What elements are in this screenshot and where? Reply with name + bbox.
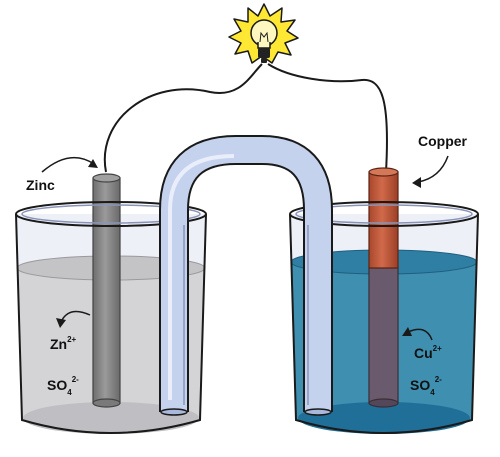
zinc-sulfate-label: SO42- [47, 375, 79, 397]
copper-ion-label: Cu2+ [414, 344, 442, 361]
zinc-beaker-glass [15, 201, 207, 434]
copper-label: Copper [418, 133, 468, 149]
circuit-wire [103, 63, 388, 173]
copper-sulfate-label: SO42- [410, 375, 442, 397]
light-bulb-icon [228, 3, 299, 64]
copper-beaker-glass [289, 201, 479, 434]
curved-arrow-icon [41, 155, 449, 341]
zinc-label: Zinc [26, 177, 55, 193]
copper-electrode [368, 167, 399, 408]
zinc-ion-label: Zn2+ [50, 335, 77, 352]
copper-beaker [290, 214, 478, 434]
zinc-electrode [92, 173, 121, 408]
salt-bridge [159, 135, 333, 416]
